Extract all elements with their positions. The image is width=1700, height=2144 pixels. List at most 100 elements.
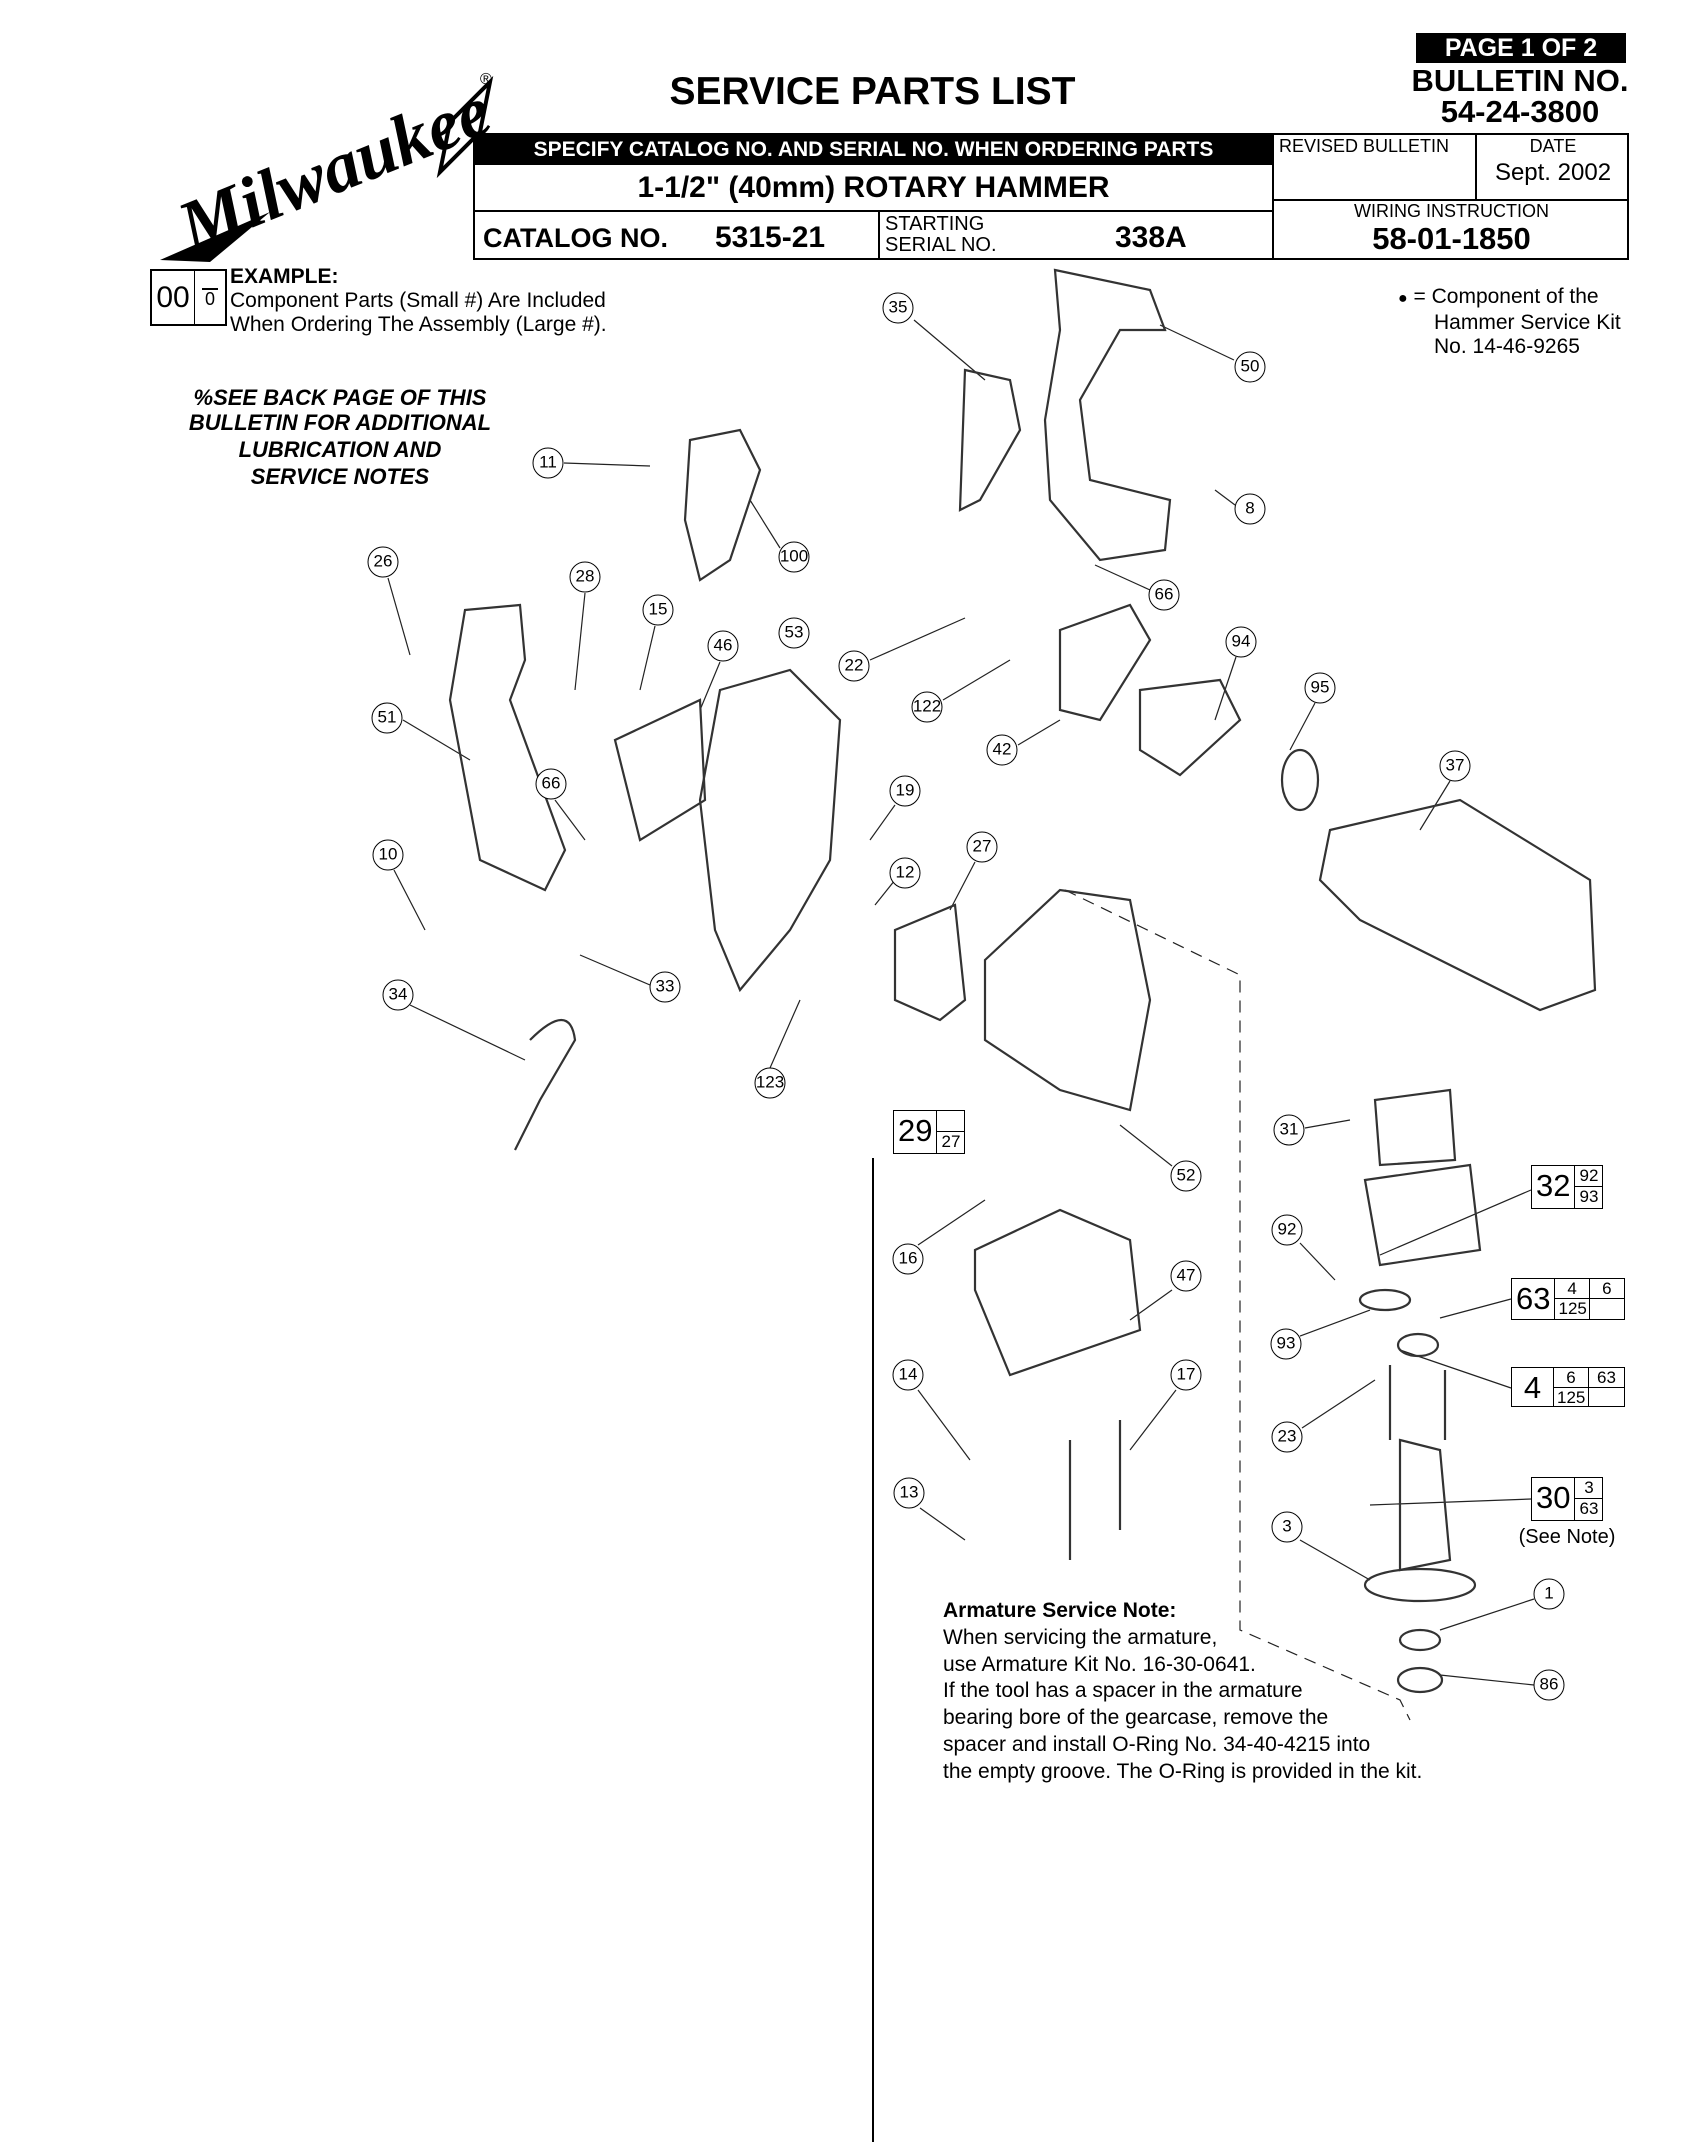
wiring-number: 58-01-1850 xyxy=(1372,221,1531,256)
part-callout: 35 xyxy=(882,292,914,324)
example-title: EXAMPLE: xyxy=(230,265,339,288)
legend-line: No. 14-46-9265 xyxy=(1434,335,1580,358)
component-number: 6 xyxy=(1589,1279,1624,1299)
part-callout: 31 xyxy=(1273,1114,1305,1146)
part-callout: 123 xyxy=(754,1067,786,1099)
part-callout: 66 xyxy=(1148,579,1180,611)
part-callout: 1 xyxy=(1533,1578,1565,1610)
component-number: 3 xyxy=(1575,1478,1603,1499)
example-assembly-box: 00 0 xyxy=(150,269,227,326)
bulletin-label: BULLETIN NO. xyxy=(1411,63,1629,98)
legend-line: = Component of the xyxy=(1413,285,1599,308)
part-callout: 28 xyxy=(569,561,601,593)
date-value: Sept. 2002 xyxy=(1494,159,1612,186)
part-callout: 122 xyxy=(911,691,943,723)
armature-service-note: Armature Service Note: When servicing th… xyxy=(943,1598,1422,1786)
serial-number: 338A xyxy=(1115,221,1187,254)
page-title: SERVICE PARTS LIST xyxy=(669,70,1076,113)
service-kit-legend: ● = Component of the Hammer Service Kit … xyxy=(1398,285,1621,359)
part-callout: 26 xyxy=(367,546,399,578)
page-badge: PAGE 1 OF 2 xyxy=(1416,33,1626,63)
component-number: 6 xyxy=(1554,1368,1589,1388)
wiring-label: WIRING INSTRUCTION xyxy=(1354,201,1549,221)
milwaukee-logo: Milwaukee ® xyxy=(160,70,500,262)
specify-banner: SPECIFY CATALOG NO. AND SERIAL NO. WHEN … xyxy=(533,138,1214,161)
part-callout: 47 xyxy=(1170,1260,1202,1292)
note-line: use Armature Kit No. 16-30-0641. xyxy=(943,1652,1256,1676)
component-number: 63 xyxy=(1579,1499,1599,1518)
revised-bulletin-label: REVISED BULLETIN xyxy=(1279,136,1450,156)
part-callout: 23 xyxy=(1271,1421,1303,1453)
note-title: Armature Service Note: xyxy=(943,1599,1177,1622)
part-callout: 11 xyxy=(532,447,564,479)
component-number xyxy=(1589,1388,1624,1407)
part-callout: 27 xyxy=(966,831,998,863)
column-divider xyxy=(872,1158,874,2142)
part-callout: 51 xyxy=(371,702,403,734)
component-number: 27 xyxy=(941,1132,961,1151)
component-number: 93 xyxy=(1579,1187,1599,1206)
example-large-number: 00 xyxy=(152,271,195,324)
component-number xyxy=(1590,1299,1624,1319)
part-callout: 8 xyxy=(1234,493,1266,525)
assembly-number: 32 xyxy=(1532,1166,1576,1208)
part-callout: 13 xyxy=(893,1477,925,1509)
part-callout: 92 xyxy=(1271,1214,1303,1246)
catalog-number: 5315-21 xyxy=(715,221,826,254)
example-text: EXAMPLE: Component Parts (Small #) Are I… xyxy=(230,265,607,337)
assembly-number: 63 xyxy=(1512,1279,1556,1319)
part-callout: 50 xyxy=(1234,351,1266,383)
part-callout: 66 xyxy=(535,768,567,800)
assembly-number: 29 xyxy=(894,1111,938,1153)
date-label: DATE xyxy=(1529,136,1577,156)
note-line: If the tool has a spacer in the armature xyxy=(943,1679,1303,1703)
note-line: When servicing the armature, xyxy=(943,1625,1218,1649)
service-notes-reference: %SEE BACK PAGE OF THIS BULLETIN FOR ADDI… xyxy=(170,385,510,489)
bullet-icon: ● xyxy=(1398,290,1408,307)
svg-text:®: ® xyxy=(480,71,492,88)
product-title: 1-1/2" (40mm) ROTARY HAMMER xyxy=(637,171,1110,204)
catalog-label: CATALOG NO. xyxy=(483,223,668,253)
part-callout: 34 xyxy=(382,979,414,1011)
part-callout: 16 xyxy=(892,1243,924,1275)
part-callout: 37 xyxy=(1439,750,1471,782)
part-callout: 93 xyxy=(1270,1328,1302,1360)
part-callout: 95 xyxy=(1304,672,1336,704)
component-number: 63 xyxy=(1589,1368,1624,1388)
legend-line: Hammer Service Kit xyxy=(1434,311,1621,334)
note-line: spacer and install O-Ring No. 34-40-4215… xyxy=(943,1732,1371,1756)
part-callout: 100 xyxy=(778,541,810,573)
part-callout: 94 xyxy=(1225,626,1257,658)
part-callout: 15 xyxy=(642,594,674,626)
note-line: bearing bore of the gearcase, remove the xyxy=(943,1706,1329,1730)
bulletin-number: 54-24-3800 xyxy=(1440,94,1600,129)
component-number: 125 xyxy=(1554,1388,1589,1407)
part-callout: 17 xyxy=(1170,1359,1202,1391)
example-line: Component Parts (Small #) Are Included xyxy=(230,289,606,312)
component-number: 92 xyxy=(1575,1166,1603,1187)
assembly-number: 30 xyxy=(1532,1478,1576,1520)
example-small-number: 0 xyxy=(195,271,225,324)
part-callout: 3 xyxy=(1271,1511,1303,1543)
part-callout: 52 xyxy=(1170,1160,1202,1192)
header-table: SPECIFY CATALOG NO. AND SERIAL NO. WHEN … xyxy=(473,133,1629,260)
example-line: When Ordering The Assembly (Large #). xyxy=(230,313,607,336)
notes-line: %SEE BACK PAGE OF THIS xyxy=(193,385,487,410)
notes-line: SERVICE NOTES xyxy=(250,464,430,489)
part-callout: 12 xyxy=(889,857,921,889)
component-number: 4 xyxy=(1555,1279,1590,1299)
assembly-number: 4 xyxy=(1512,1368,1554,1406)
part-callout: 14 xyxy=(892,1359,924,1391)
notes-line: LUBRICATION AND xyxy=(238,437,442,462)
note-line: the empty groove. The O-Ring is provided… xyxy=(943,1759,1423,1783)
component-number: 125 xyxy=(1555,1299,1590,1319)
part-callout: 53 xyxy=(778,617,810,649)
part-callout: 22 xyxy=(838,650,870,682)
see-note-label: (See Note) xyxy=(1518,1526,1616,1548)
